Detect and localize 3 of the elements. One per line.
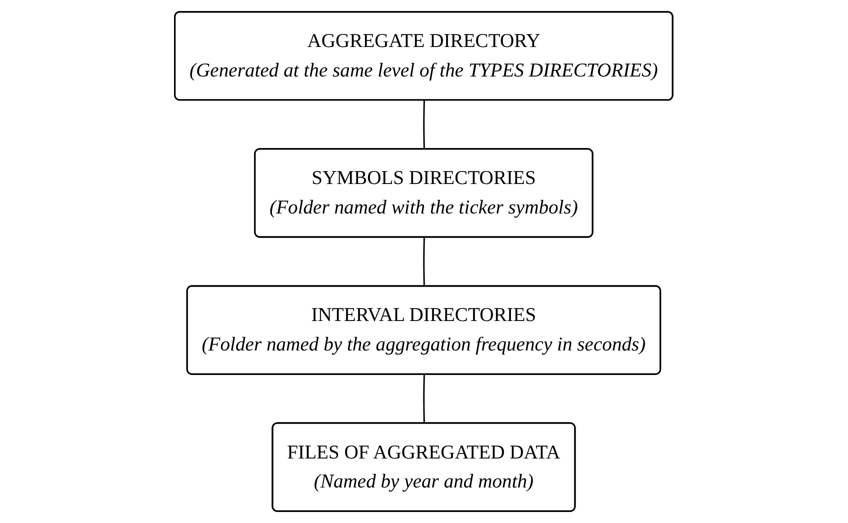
- connector: [423, 100, 426, 150]
- connector: [423, 238, 426, 286]
- connector: [423, 374, 426, 424]
